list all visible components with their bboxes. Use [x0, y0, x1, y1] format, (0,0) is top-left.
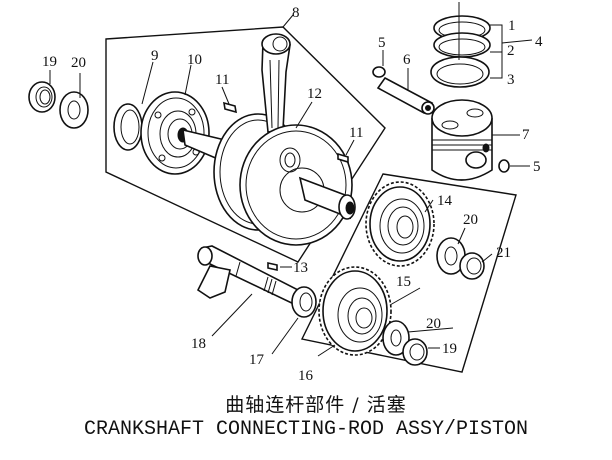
callout-6: 6 [403, 52, 411, 68]
balancer-shaft-18 [196, 245, 303, 308]
nut-19-left [28, 81, 56, 113]
crankshaft-right-journal [298, 176, 356, 220]
callout-2: 2 [507, 43, 515, 59]
callout-5-upper: 5 [378, 35, 386, 51]
gear-14 [365, 181, 435, 267]
woodruff-key-11b [337, 152, 349, 164]
callout-16: 16 [298, 368, 314, 384]
woodruff-key-11a [223, 101, 237, 114]
callout-14: 14 [437, 193, 453, 209]
callout-10: 10 [187, 52, 202, 68]
callout-19-left: 19 [42, 54, 57, 70]
washer-20-lower-right [382, 320, 410, 356]
callout-11-left: 11 [215, 72, 229, 88]
callout-21: 21 [496, 245, 511, 261]
crank-web-front [239, 124, 353, 246]
piston-pin-6 [376, 76, 435, 115]
callout-13: 13 [293, 260, 308, 276]
callout-8: 8 [292, 5, 300, 21]
title-english: CRANKSHAFT CONNECTING-ROD ASSY/PISTON [83, 418, 529, 441]
key-13 [267, 262, 278, 271]
callout-5-lower: 5 [533, 159, 541, 175]
washer-20-left [59, 91, 89, 129]
callout-17: 17 [249, 352, 265, 368]
circlip-5a [372, 66, 386, 78]
callout-15: 15 [396, 274, 411, 290]
oil-seal-9 [113, 103, 143, 151]
callout-7: 7 [522, 127, 530, 143]
callout-3: 3 [507, 72, 515, 88]
callout-20-lower-right: 20 [426, 316, 441, 332]
callout-20-upper-right: 20 [463, 212, 478, 228]
callout-19-right: 19 [442, 341, 457, 357]
callout-20-left: 20 [71, 55, 86, 71]
piston-7 [431, 99, 493, 181]
nut-21 [459, 252, 485, 280]
nut-19-right [402, 338, 428, 366]
gear-15 [318, 266, 392, 356]
connecting-rod-8 [261, 33, 291, 133]
callout-11-right: 11 [349, 125, 363, 141]
circlip-5b [498, 159, 510, 173]
callout-18: 18 [191, 336, 206, 352]
callout-4: 4 [535, 34, 543, 50]
callout-12: 12 [307, 86, 322, 102]
piston-rings [430, 2, 491, 88]
callout-9: 9 [151, 48, 159, 64]
callout-1: 1 [508, 18, 516, 34]
title-chinese: 曲轴连杆部件 / 活塞 [225, 394, 407, 416]
bearing-17 [291, 286, 317, 318]
leader-lines [49, 14, 533, 357]
